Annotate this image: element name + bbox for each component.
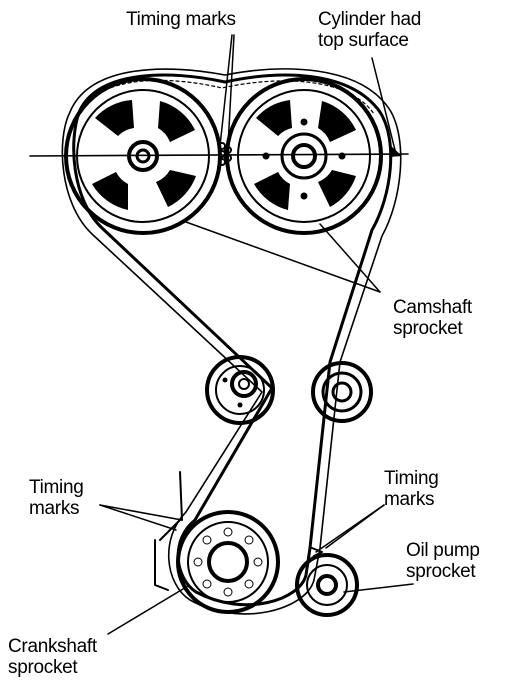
label-line: Cylinder had	[318, 9, 422, 30]
oil-pump-sprocket	[295, 547, 359, 617]
label-line: Timing	[384, 468, 439, 489]
label-cylinder-head-top-surface: Cylinder had top surface	[318, 9, 421, 51]
label-line: Oil pump	[406, 540, 480, 561]
label-crankshaft-sprocket: Crankshaft sprocket	[8, 636, 97, 678]
right-camshaft-sprocket	[225, 77, 383, 235]
label-line: Crankshaft	[8, 636, 97, 657]
label-timing-marks-right: Timing marks	[384, 468, 439, 510]
label-oil-pump-sprocket: Oil pump sprocket	[406, 540, 480, 582]
label-line: marks	[29, 498, 80, 519]
label-line: Camshaft	[393, 297, 472, 318]
label-line: top surface	[318, 30, 409, 51]
left-camshaft-sprocket	[64, 77, 222, 235]
leader-arrowhead	[389, 146, 402, 157]
label-line: sprocket	[406, 561, 476, 582]
crankshaft-sprocket	[154, 471, 280, 614]
label-timing-marks-left: Timing marks	[29, 477, 84, 519]
label-line: sprocket	[8, 657, 78, 678]
leader-lines	[99, 34, 414, 635]
timing-belt	[61, 68, 402, 615]
label-line: sprocket	[393, 318, 463, 339]
label-camshaft-sprocket: Camshaft sprocket	[393, 297, 472, 339]
label-line: Timing	[29, 477, 84, 498]
camshaft-timing-marks	[218, 142, 232, 166]
left-idler-pulley	[205, 355, 275, 425]
right-idler-pulley	[311, 361, 373, 423]
label-timing-marks-top: Timing marks	[126, 9, 236, 30]
label-line: marks	[384, 489, 435, 510]
